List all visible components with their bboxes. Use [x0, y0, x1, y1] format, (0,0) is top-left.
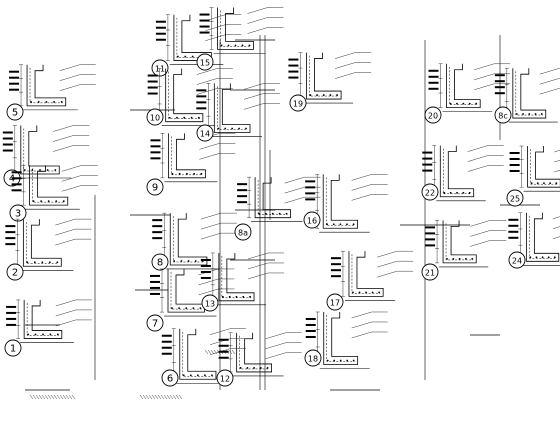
- detail-marker-label: 10: [150, 114, 160, 123]
- detail-marker-circle: [304, 349, 322, 367]
- detail-marker-circle: [289, 94, 307, 112]
- detail-marker-circle: [146, 314, 164, 332]
- detail-marker-label: 14: [200, 130, 210, 139]
- detail-25: 25: [506, 145, 560, 207]
- detail-1: 1: [4, 299, 92, 357]
- detail-marker-label: 9: [152, 183, 158, 194]
- detail-8a: 8a: [234, 176, 321, 241]
- detail-10: 10: [146, 68, 233, 126]
- detail-marker-label: 19: [293, 100, 303, 109]
- detail-marker-label: 18: [308, 355, 318, 364]
- detail-15: 15: [196, 7, 284, 71]
- detail-marker-label: 8c: [498, 112, 508, 121]
- detail-13: 13: [200, 252, 285, 312]
- detail-24: 24: [508, 212, 560, 269]
- detail-marker-label: 16: [307, 217, 317, 226]
- detail-12: 12: [216, 332, 302, 387]
- detail-marker-label: 3: [15, 209, 21, 220]
- detail-marker-circle: [421, 263, 439, 281]
- detail-18: 18: [304, 311, 388, 369]
- detail-marker-circle: [326, 293, 344, 311]
- detail-2: 2: [5, 218, 92, 281]
- detail-22: 22: [421, 145, 504, 202]
- detail-marker-circle: [151, 59, 169, 77]
- detail-marker-label: 6: [167, 374, 173, 385]
- detail-marker-circle: [494, 106, 512, 124]
- detail-marker-circle: [146, 178, 164, 196]
- detail-7: 7: [146, 268, 235, 332]
- detail-marker-circle: [161, 369, 179, 387]
- detail-marker-circle: [4, 339, 22, 357]
- detail-8c: 8c: [494, 67, 560, 124]
- detail-marker-circle: [9, 204, 27, 222]
- detail-marker-circle: [201, 294, 219, 312]
- detail-9: 9: [146, 133, 236, 196]
- detail-marker-label: 22: [425, 189, 435, 198]
- detail-marker-label: 11: [155, 65, 165, 74]
- detail-marker-circle: [151, 253, 169, 271]
- detail-marker-label: 7: [152, 319, 158, 330]
- detail-marker-circle: [506, 189, 524, 207]
- detail-8: 8: [151, 212, 237, 271]
- detail-marker-circle: [196, 124, 214, 142]
- detail-marker-label: 1: [10, 344, 16, 355]
- detail-marker-circle: [6, 263, 24, 281]
- detail-marker-circle: [234, 223, 252, 241]
- detail-21: 21: [421, 220, 507, 281]
- detail-marker-circle: [303, 211, 321, 229]
- detail-marker-circle: [6, 103, 24, 121]
- detail-marker-circle: [216, 369, 234, 387]
- detail-16: 16: [303, 174, 388, 233]
- detail-marker-circle: [508, 251, 526, 269]
- detail-marker-label: 8: [157, 258, 163, 269]
- detail-marker-label: 5: [12, 108, 18, 119]
- detail-marker-label: 2: [12, 268, 18, 279]
- detail-14: 14: [196, 83, 281, 142]
- detail-marker-circle: [196, 53, 214, 71]
- detail-marker-circle: [421, 183, 439, 201]
- detail-marker-label: 24: [512, 257, 522, 266]
- detail-marker-label: 21: [425, 269, 435, 278]
- detail-3: 3: [9, 165, 98, 222]
- detail-marker-label: 12: [220, 375, 230, 384]
- detail-marker-label: 8a: [238, 229, 248, 238]
- detail-marker-label: 25: [510, 195, 520, 204]
- detail-marker-label: 17: [330, 299, 340, 308]
- detail-20: 20: [424, 63, 511, 124]
- detail-marker-label: 15: [200, 59, 210, 68]
- detail-19: 19: [288, 52, 372, 112]
- detail-marker-label: 20: [428, 112, 438, 121]
- detail-17: 17: [326, 250, 414, 311]
- detail-6: 6: [161, 328, 246, 387]
- detail-marker-circle: [424, 106, 442, 124]
- detail-5: 5: [6, 64, 96, 121]
- detail-marker-label: 13: [205, 300, 215, 309]
- detail-marker-circle: [146, 108, 164, 126]
